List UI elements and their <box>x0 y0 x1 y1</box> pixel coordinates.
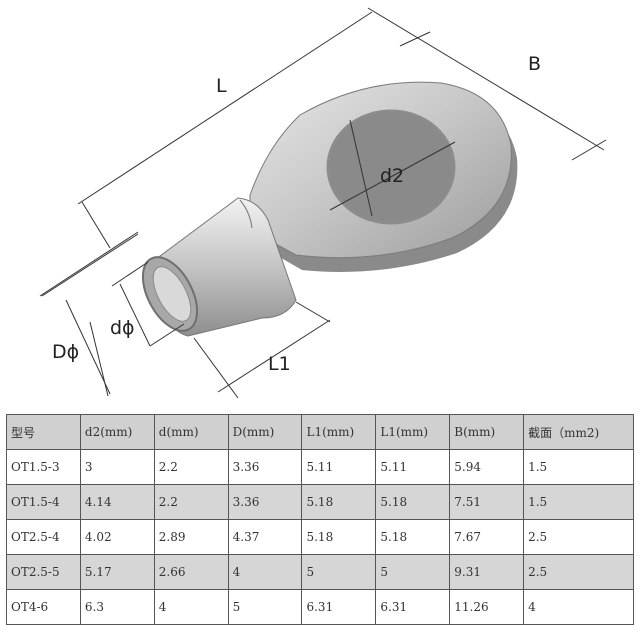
table-cell: 5 <box>301 554 377 590</box>
table-cell: 5.11 <box>375 449 451 485</box>
table-cell: 4 <box>227 554 303 590</box>
table-cell: OT1.5-4 <box>6 484 81 520</box>
header-B: B(mm) <box>449 414 525 450</box>
header-D: D(mm) <box>227 414 303 450</box>
spec-table: 型号 d2(mm) d(mm) D(mm) L1(mm) L1(mm) B(mm… <box>6 414 634 625</box>
table-cell: 5.94 <box>449 449 525 485</box>
label-B: B <box>528 53 541 75</box>
header-d2: d2(mm) <box>79 414 155 450</box>
dimension-B: B <box>367 7 607 161</box>
table-cell: 6.3 <box>79 589 155 625</box>
table-row: OT4-6 6.3 4 5 6.31 6.31 11.26 4 <box>6 589 634 625</box>
header-L1: L1(mm) <box>301 414 377 450</box>
dimension-d-phi: dϕ <box>110 261 185 347</box>
dimension-D-phi: Dϕ <box>41 233 139 397</box>
table-cell: 9.31 <box>449 554 525 590</box>
table-row: OT2.5-4 4.02 2.89 4.37 5.18 5.18 7.67 2.… <box>6 519 634 555</box>
label-d-phi: dϕ <box>110 317 135 339</box>
table-cell: 2.2 <box>153 484 229 520</box>
label-L1: L1 <box>268 353 291 375</box>
table-cell: 5.11 <box>301 449 377 485</box>
table-cell: 5.17 <box>79 554 155 590</box>
table-cell: OT2.5-4 <box>6 519 81 555</box>
table-cell: 2.5 <box>523 519 634 555</box>
dimension-L: L <box>39 11 373 297</box>
table-cell: 11.26 <box>449 589 525 625</box>
table-cell: 5 <box>375 554 451 590</box>
table-cell: 5.18 <box>301 519 377 555</box>
table-cell: 7.67 <box>449 519 525 555</box>
table-cell: 4.37 <box>227 519 303 555</box>
ring-hole-edge <box>326 109 456 225</box>
header-L1-second: L1(mm) <box>375 414 451 450</box>
table-cell: 4 <box>153 589 229 625</box>
table-cell: 5.18 <box>375 484 451 520</box>
barrel-seam <box>239 199 253 229</box>
table-row: OT1.5-4 4.14 2.2 3.36 5.18 5.18 7.51 1.5 <box>6 484 634 520</box>
table-cell: 2.5 <box>523 554 634 590</box>
label-d2: d2 <box>380 165 404 187</box>
table-cell: 5.18 <box>301 484 377 520</box>
table-cell: OT4-6 <box>6 589 81 625</box>
table-cell: 2.66 <box>153 554 229 590</box>
table-cell: OT2.5-5 <box>6 554 81 590</box>
table-cell: 4.14 <box>79 484 155 520</box>
table-cell: OT1.5-3 <box>6 449 81 485</box>
barrel-bore <box>152 266 192 322</box>
table-cell: 2.89 <box>153 519 229 555</box>
label-D-phi: Dϕ <box>52 341 79 363</box>
table-cell: 4.02 <box>79 519 155 555</box>
table-cell: 7.51 <box>449 484 525 520</box>
table-cell: 3.36 <box>227 449 303 485</box>
table-cell: 3 <box>79 449 155 485</box>
dimension-d2: d2 <box>329 119 456 217</box>
table-cell: 1.5 <box>523 484 634 520</box>
table-cell: 6.31 <box>375 589 451 625</box>
ring-terminal-shape <box>141 81 518 337</box>
ring-tongue <box>249 81 512 259</box>
header-cross-section: 截面（mm2) <box>523 414 634 450</box>
header-d: d(mm) <box>153 414 229 450</box>
ring-terminal-diagram: L B d2 Dϕ dϕ L1 <box>39 7 607 399</box>
table-row: OT2.5-5 5.17 2.66 4 5 5 9.31 2.5 <box>6 554 634 590</box>
table-row: OT1.5-3 3 2.2 3.36 5.11 5.11 5.94 1.5 <box>6 449 634 485</box>
table-cell: 2.2 <box>153 449 229 485</box>
table-cell: 1.5 <box>523 449 634 485</box>
table-cell: 5.18 <box>375 519 451 555</box>
table-cell: 5 <box>227 589 303 625</box>
header-model: 型号 <box>6 414 81 450</box>
dimension-L1: L1 <box>193 301 331 399</box>
label-L: L <box>216 75 227 97</box>
table-cell: 4 <box>523 589 634 625</box>
table-cell: 3.36 <box>227 484 303 520</box>
table-header-row: 型号 d2(mm) d(mm) D(mm) L1(mm) L1(mm) B(mm… <box>6 414 634 450</box>
table-cell: 6.31 <box>301 589 377 625</box>
